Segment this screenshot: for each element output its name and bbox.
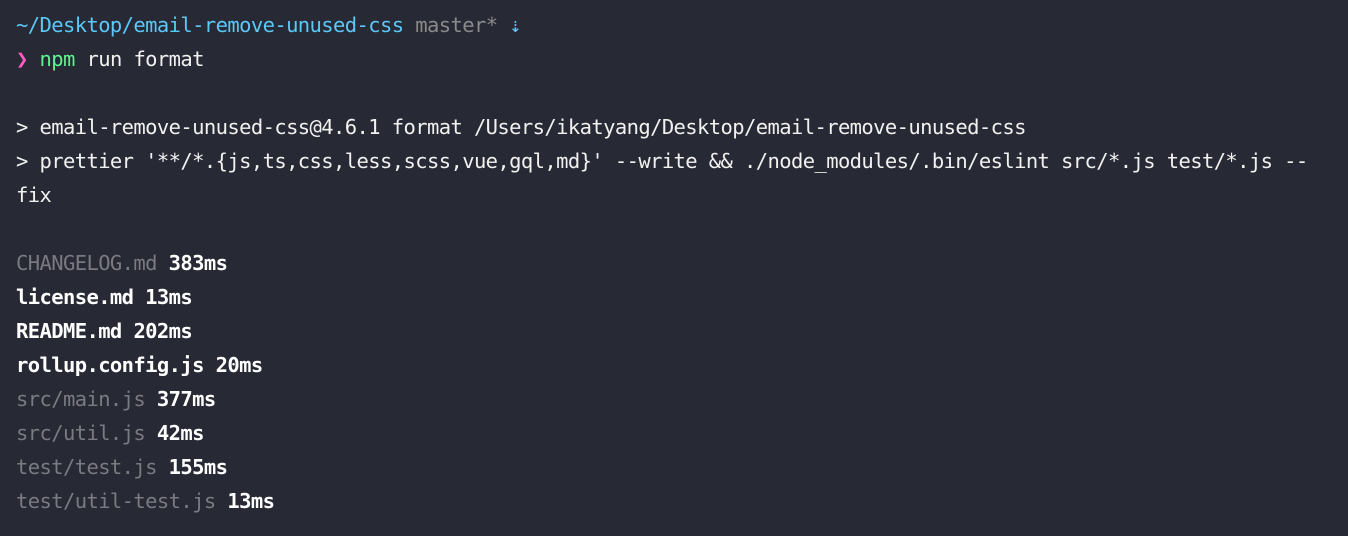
file-time: 13ms: [145, 285, 193, 309]
file-time: 20ms: [215, 353, 264, 377]
file-result-row: rollup.config.js 20ms: [16, 348, 1348, 382]
file-name: test/test.js: [16, 455, 158, 479]
command-binary: npm: [39, 47, 76, 71]
script-command-line: > prettier '**/*.{js,ts,css,less,scss,vu…: [16, 149, 1308, 173]
file-result-row: test/util-test.js 13ms: [16, 484, 1348, 518]
file-time: 202ms: [133, 319, 193, 343]
prompt-chevron-icon: ❯: [16, 47, 28, 71]
prompt-header: ~/Desktop/email-remove-unused-css master…: [16, 8, 1348, 42]
file-time: 383ms: [168, 251, 228, 275]
file-result-row: src/util.js 42ms: [16, 416, 1348, 450]
terminal-window[interactable]: ~/Desktop/email-remove-unused-css master…: [0, 0, 1348, 518]
file-name: license.md: [16, 285, 134, 309]
file-result-row: license.md 13ms: [16, 280, 1348, 314]
file-name: README.md: [16, 319, 122, 343]
file-result-row: README.md 202ms: [16, 314, 1348, 348]
file-name: test/util-test.js: [16, 489, 216, 513]
file-time: 377ms: [156, 387, 216, 411]
script-command-wrap: fix: [16, 183, 52, 207]
file-result-row: src/main.js 377ms: [16, 382, 1348, 416]
file-time: 42ms: [156, 421, 205, 445]
blank-line: [16, 76, 1348, 110]
file-name: rollup.config.js: [16, 353, 204, 377]
file-name: src/main.js: [16, 387, 146, 411]
file-time: 13ms: [227, 489, 275, 513]
git-behind-arrow-icon: ⇣: [509, 13, 521, 37]
cwd-path: ~/Desktop/email-remove-unused-css: [16, 13, 404, 37]
blank-line: [16, 212, 1348, 246]
command-args: run format: [74, 47, 204, 71]
command-line: ❯ npm run format: [16, 42, 1348, 76]
script-header-line: > email-remove-unused-css@4.6.1 format /…: [16, 115, 1026, 139]
file-name: CHANGELOG.md: [16, 251, 158, 275]
file-name: src/util.js: [16, 421, 146, 445]
git-branch: master*: [415, 13, 498, 37]
file-time: 155ms: [168, 455, 228, 479]
file-result-row: CHANGELOG.md 383ms: [16, 246, 1348, 280]
file-result-row: test/test.js 155ms: [16, 450, 1348, 484]
